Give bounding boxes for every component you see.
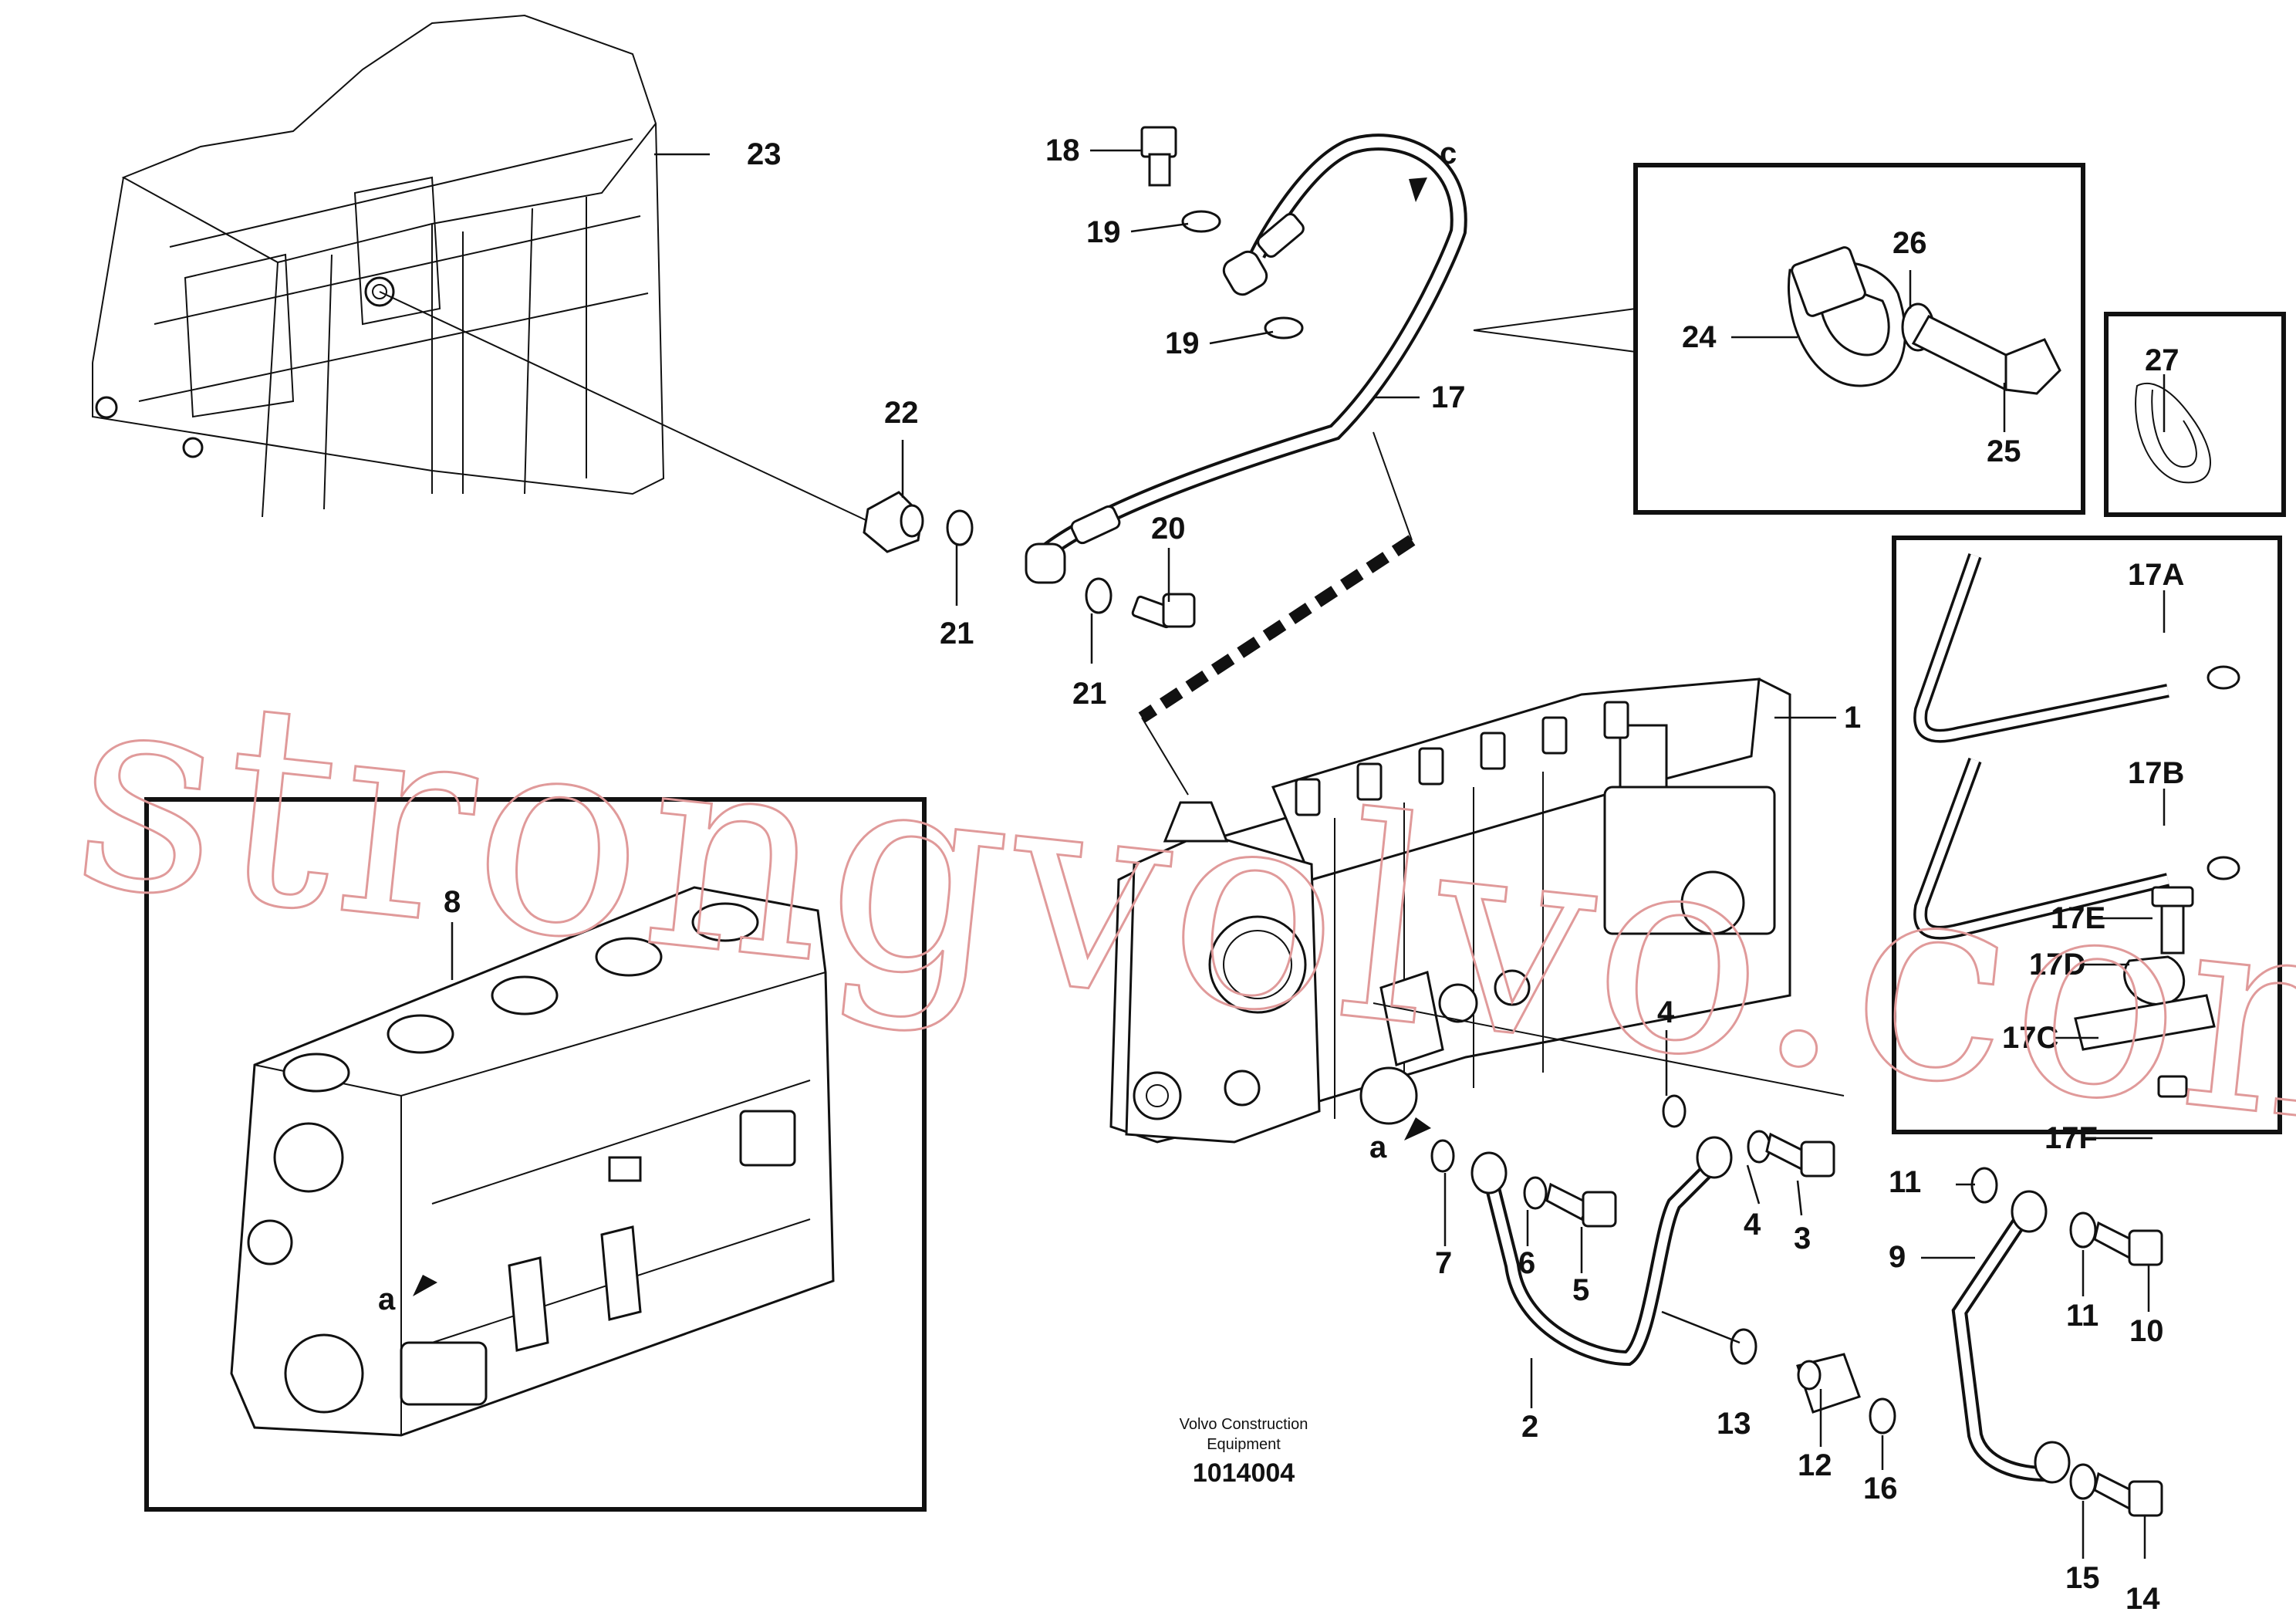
callout-12: 12 xyxy=(1798,1448,1832,1482)
callout-5: 5 xyxy=(1572,1273,1589,1307)
callout-labels: 23 18 c 19 19 17 22 20 21 21 26 24 25 27… xyxy=(378,133,2184,1616)
callout-25: 25 xyxy=(1987,434,2021,468)
fuel-pipe-drawing xyxy=(863,126,1467,796)
callout-21-left: 21 xyxy=(940,617,974,650)
cable-tie-detail-box xyxy=(2104,312,2286,517)
callout-11-upper: 11 xyxy=(1889,1165,1921,1199)
callout-27: 27 xyxy=(2145,343,2180,377)
pump-outlets xyxy=(1295,701,1629,816)
callout-23: 23 xyxy=(747,137,782,171)
caption-line-2: Equipment xyxy=(1207,1436,1281,1453)
callout-20: 20 xyxy=(1151,512,1186,546)
clamp-detail-box xyxy=(1473,163,2085,515)
callout-8: 8 xyxy=(444,885,461,919)
callout-4-lower: 4 xyxy=(1744,1208,1761,1242)
callout-15: 15 xyxy=(2065,1561,2100,1595)
callout-14: 14 xyxy=(2125,1582,2160,1616)
callout-17F: 17F xyxy=(2044,1121,2098,1155)
callout-17E: 17E xyxy=(2051,901,2105,935)
callout-24: 24 xyxy=(1682,320,1717,354)
drawing-caption: Volvo Construction Equipment 1014004 xyxy=(1180,1416,1308,1488)
callout-26: 26 xyxy=(1893,226,1927,260)
document-number: 1014004 xyxy=(1193,1458,1295,1488)
callout-11-lower: 11 xyxy=(2066,1299,2098,1333)
injection-pump-drawing xyxy=(1109,678,1845,1144)
callout-13: 13 xyxy=(1717,1407,1751,1441)
callout-17: 17 xyxy=(1431,380,1466,414)
callout-6: 6 xyxy=(1518,1246,1535,1280)
callout-9: 9 xyxy=(1889,1240,1906,1274)
callout-16: 16 xyxy=(1863,1472,1898,1505)
callout-17B: 17B xyxy=(2128,756,2184,790)
valve-cover-drawing xyxy=(92,14,876,525)
leader-lines xyxy=(451,149,2166,1559)
overflow-valve-drawing xyxy=(1730,1167,2163,1517)
return-pipe-drawing xyxy=(1430,1094,1835,1367)
reference-arrows xyxy=(413,177,1431,1296)
callout-22: 22 xyxy=(884,396,919,430)
callout-18: 18 xyxy=(1045,133,1080,167)
callout-a-pump: a xyxy=(1369,1130,1387,1164)
caption-line-1: Volvo Construction xyxy=(1180,1416,1308,1433)
callout-21-right: 21 xyxy=(1072,677,1107,711)
callout-c: c xyxy=(1440,137,1457,171)
callout-a-block: a xyxy=(378,1282,396,1316)
callout-19-upper: 19 xyxy=(1086,215,1121,249)
callout-4-upper: 4 xyxy=(1657,995,1675,1029)
callout-17D: 17D xyxy=(2029,948,2085,982)
callout-1: 1 xyxy=(1844,701,1861,735)
pipe-variants-detail-box xyxy=(1892,536,2282,1134)
callout-10: 10 xyxy=(2129,1314,2164,1348)
callout-2: 2 xyxy=(1521,1410,1538,1444)
callout-3: 3 xyxy=(1794,1222,1811,1255)
cylinder-block-detail-box xyxy=(144,797,927,1512)
callout-19-lower: 19 xyxy=(1165,326,1200,360)
callout-17C: 17C xyxy=(2002,1021,2058,1055)
callout-7: 7 xyxy=(1435,1246,1452,1280)
callout-17A: 17A xyxy=(2128,558,2184,592)
